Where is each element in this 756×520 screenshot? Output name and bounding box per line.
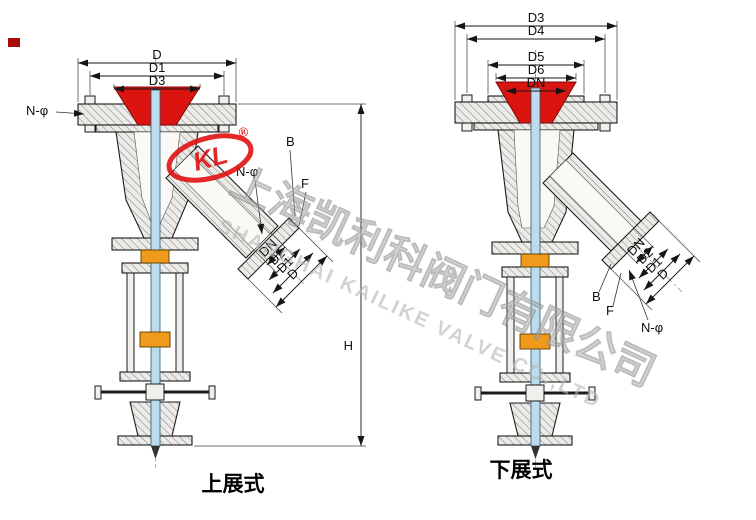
left-bolt-callout: N-φ (26, 103, 85, 118)
left-outlet-dimensions: DN D2 D1 D (247, 227, 334, 314)
dim-label-H: H (344, 338, 353, 353)
registered-mark: ® (237, 123, 251, 140)
left-handwheel-hub (145, 383, 165, 401)
right-outlet-dimensions: DN D2 D1 D (610, 220, 701, 311)
dim-label-D1: D1 (149, 60, 166, 75)
left-yoke-leg-left (126, 272, 135, 374)
right-stem-nut (519, 333, 551, 350)
dim-label-F: F (301, 176, 309, 191)
left-valve-caption: 上展式 (202, 473, 265, 496)
logo-swoosh (166, 133, 254, 183)
right-packing-gland (520, 253, 550, 268)
dim-label-B: B (286, 134, 295, 149)
dim-label-D4: D4 (528, 23, 545, 38)
left-handwheel-grip-left (94, 385, 102, 400)
dim-label-D3-right: D3 (528, 10, 545, 25)
dim-label-D: D (152, 47, 161, 62)
left-flange-callouts: B F N-φ (236, 134, 309, 235)
right-top-dimensions: D3 D4 D5 D6 DN (454, 10, 618, 100)
dim-label-B-right: B (592, 289, 601, 304)
left-handwheel-grip-right (208, 385, 216, 400)
right-stem-tip (531, 446, 540, 459)
right-valve-caption: 下展式 (490, 459, 553, 482)
left-packing-gland (140, 249, 170, 264)
dim-label-F-right: F (606, 303, 614, 318)
right-handwheel-grip-left (474, 386, 482, 401)
right-valve-drawing: D3 D4 D5 D6 DN DN D2 D1 D B F N- (454, 10, 701, 482)
right-handwheel-grip-right (588, 386, 596, 401)
dim-label-n-phi-right: N-φ (641, 320, 663, 335)
dim-label-D5: D5 (528, 49, 545, 64)
right-valve-body (454, 81, 660, 459)
left-valve-body (77, 86, 300, 459)
left-stem-nut (139, 331, 171, 348)
left-yoke-leg-right (175, 272, 184, 374)
left-valve-drawing: D D1 D3 N-φ H DN D2 D1 (26, 47, 366, 496)
left-height-dimension: H (194, 103, 366, 447)
red-corner-mark (8, 38, 20, 47)
dim-label-D3: D3 (149, 73, 166, 88)
left-top-dimensions: D D1 D3 (77, 47, 237, 102)
right-handwheel-hub (525, 384, 545, 402)
dim-label-D6: D6 (528, 62, 545, 77)
dim-label-n-phi-top: N-φ (26, 103, 48, 118)
brand-logo: KL ® (166, 123, 254, 183)
left-stem-tip (151, 446, 160, 459)
right-flange-callouts: B F N-φ (592, 263, 663, 335)
dim-label-DN-top: DN (527, 75, 546, 90)
